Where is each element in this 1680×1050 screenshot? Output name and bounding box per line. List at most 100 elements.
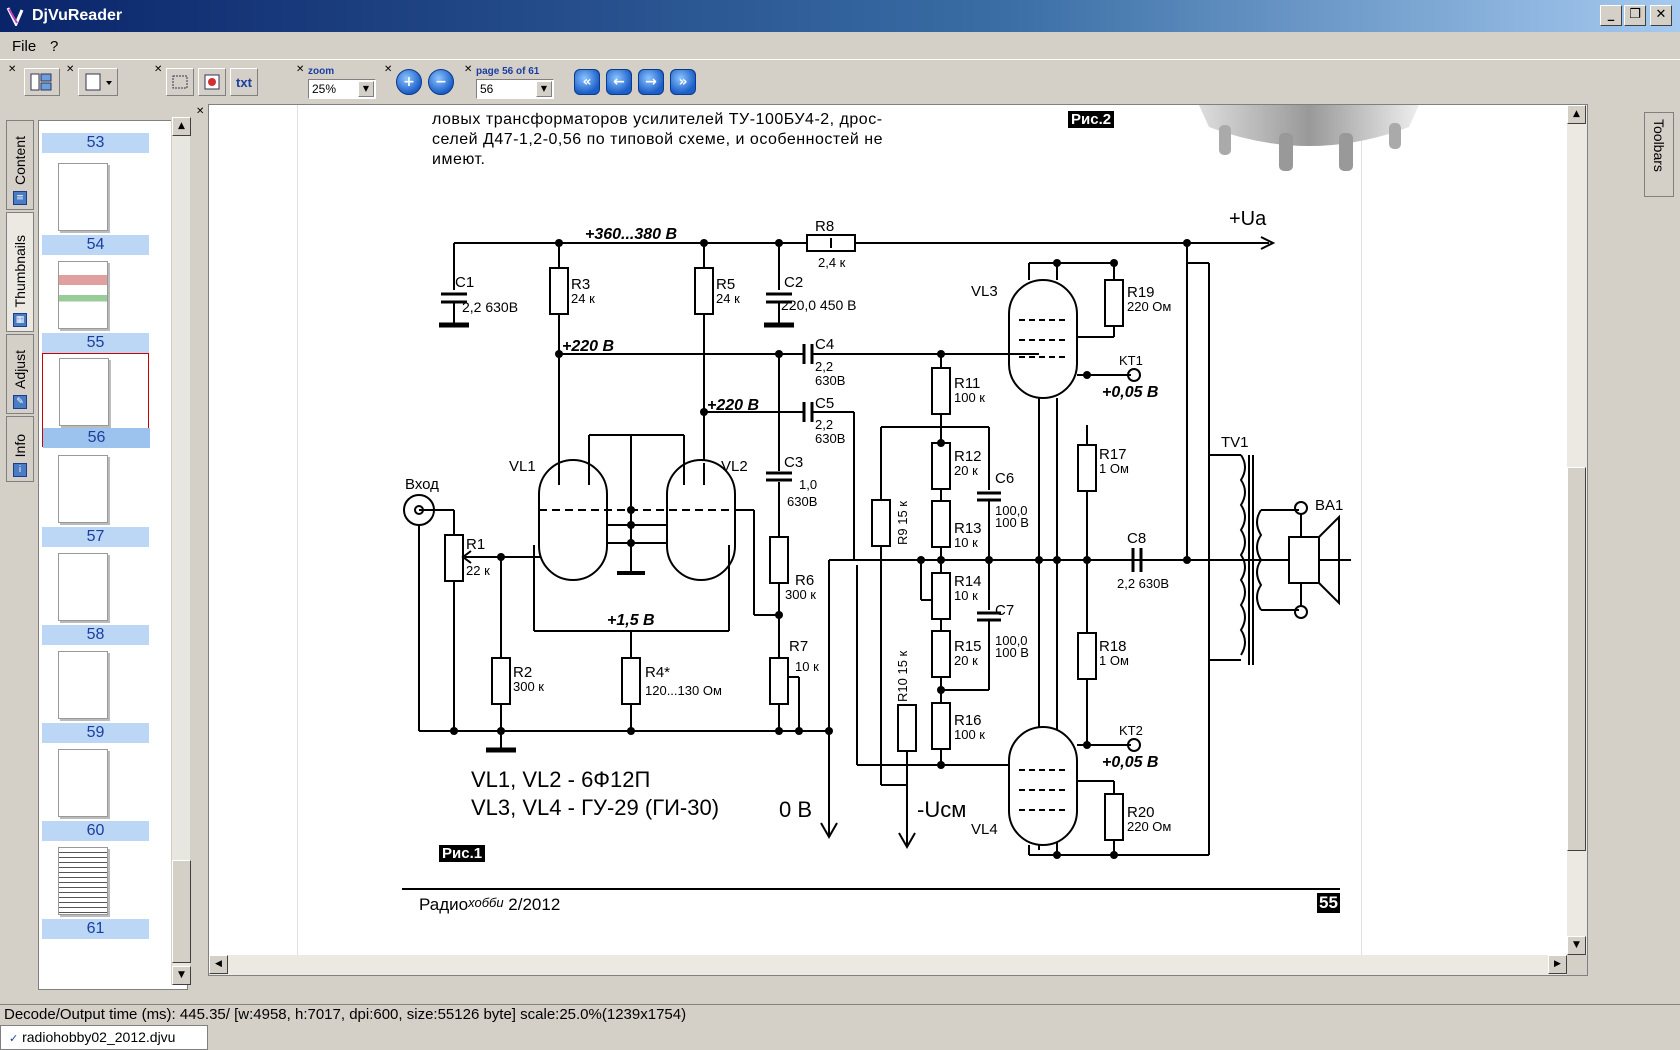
scroll-up-icon[interactable]: ▲ [1567, 105, 1586, 124]
label-r6: R6 [795, 572, 814, 589]
horizontal-scrollbar[interactable]: ◀ ▶ [209, 955, 1567, 975]
thumbnail-label: 57 [42, 527, 149, 547]
vertical-scrollbar[interactable]: ▲ ▼ [1567, 105, 1587, 955]
thumbnail-59[interactable]: 59 [42, 647, 149, 743]
content-icon: ≡ [13, 191, 27, 205]
toolbar-close-icon[interactable]: ✕ [464, 64, 473, 75]
label-r12-value: 20 к [954, 463, 978, 478]
thumbnail-57[interactable]: 57 [42, 451, 149, 547]
toolbar-close-icon[interactable]: ✕ [296, 64, 305, 75]
tab-thumbnails[interactable]: Thumbnails ▦ [6, 212, 34, 332]
next-page-button[interactable]: → [638, 69, 664, 95]
double-right-icon: » [678, 74, 688, 90]
menu-help[interactable]: ? [50, 38, 59, 55]
scroll-left-icon[interactable]: ◀ [209, 955, 228, 974]
thumbnail-56[interactable]: 56 [42, 353, 150, 448]
thumbnail-label: 54 [42, 235, 149, 255]
zoom-in-button[interactable]: + [396, 69, 422, 95]
toolbar-close-icon[interactable]: ✕ [66, 64, 75, 75]
label-c7: C7 [995, 602, 1014, 619]
zoom-out-button[interactable]: − [428, 69, 454, 95]
minimize-button[interactable]: _ [1600, 5, 1622, 26]
panel-close-icon[interactable]: ✕ [196, 106, 205, 117]
toolbars-label: Toolbars [1651, 119, 1667, 172]
figure-label: Рис.2 [1068, 111, 1115, 128]
page-layout-button[interactable] [78, 68, 118, 96]
chevron-down-icon[interactable]: ▼ [358, 81, 374, 97]
toolbar-close-icon[interactable]: ✕ [8, 64, 17, 75]
scroll-down-icon[interactable]: ▼ [172, 966, 191, 985]
select-button[interactable] [166, 68, 194, 96]
footer-issue: 2/2012 [508, 895, 561, 914]
page-edge [297, 105, 298, 955]
document-view[interactable]: ловых трансформаторов усилителей ТУ-100Б… [208, 104, 1588, 976]
label-r15-value: 20 к [954, 653, 978, 668]
label-c3: C3 [784, 454, 803, 471]
menu-bar: File ? [0, 32, 1680, 60]
tab-info[interactable]: Info i [6, 416, 34, 482]
thumbnail-53[interactable]: 53 [42, 121, 149, 153]
scroll-thumb[interactable] [172, 860, 191, 963]
tab-label: Adjust [12, 350, 28, 389]
tab-label: Content [12, 135, 28, 185]
page-edge [1361, 105, 1362, 955]
label-r14: R14 [954, 573, 982, 590]
thumbnail-54[interactable]: 54 [42, 159, 149, 255]
thumbnail-61[interactable]: 61 [42, 843, 149, 939]
label-r20-value: 220 Ом [1127, 819, 1171, 834]
toolbars-tab[interactable]: Toolbars [1644, 112, 1674, 197]
label-c4-value-2: 630В [815, 373, 845, 388]
thumbnail-55[interactable]: 55 [42, 257, 149, 353]
scroll-down-icon[interactable]: ▼ [1567, 936, 1586, 955]
thumbnail-page [58, 553, 108, 621]
zoom-label: zoom [308, 66, 335, 77]
label-ua: +Ua [1229, 208, 1267, 230]
toolbar-close-icon[interactable]: ✕ [384, 64, 393, 75]
chevron-down-icon[interactable]: ▼ [536, 81, 552, 97]
last-page-button[interactable]: » [670, 69, 696, 95]
label-c2-value: 220,0 450 В [781, 297, 857, 313]
menu-file[interactable]: File [12, 38, 37, 55]
text-mode-button[interactable]: txt [230, 68, 258, 96]
toolbar-close-icon[interactable]: ✕ [154, 64, 163, 75]
scroll-up-icon[interactable]: ▲ [172, 117, 191, 136]
view-mode-button[interactable] [24, 68, 60, 96]
label-r13-value: 10 к [954, 535, 978, 550]
snapshot-button[interactable] [198, 68, 226, 96]
label-c7-value-2: 100 В [995, 645, 1029, 660]
footer-italic: хобби [468, 895, 504, 910]
label-r7-value: 10 к [795, 659, 819, 674]
side-tabs: Content ≡ Thumbnails ▦ Adjust ✎ Info i [6, 120, 34, 580]
label-r4: R4* [645, 664, 670, 681]
scroll-right-icon[interactable]: ▶ [1548, 955, 1567, 974]
tab-content[interactable]: Content ≡ [6, 120, 34, 210]
restore-button[interactable]: ❐ [1624, 5, 1646, 26]
zoom-select[interactable]: 25% ▼ [308, 79, 376, 99]
page-select[interactable]: 56 ▼ [476, 79, 554, 99]
wrench-icon: ✎ [13, 395, 27, 409]
plus-icon: + [403, 74, 415, 90]
label-c5-value-1: 2,2 [815, 417, 833, 432]
label-kt1: KT1 [1119, 353, 1143, 368]
label-vl4: VL4 [971, 821, 998, 838]
label-r5-value: 24 к [716, 291, 740, 306]
first-page-button[interactable]: « [574, 69, 600, 95]
thumbnail-label: 58 [42, 625, 149, 645]
scroll-thumb[interactable] [1567, 467, 1586, 851]
zoom-value: 25% [312, 82, 337, 96]
thumbnail-60[interactable]: 60 [42, 745, 149, 841]
label-r10: R10 15 к [895, 650, 910, 702]
thumbnail-58[interactable]: 58 [42, 549, 149, 645]
arrow-left-icon: ← [613, 74, 625, 90]
label-r17: R17 [1099, 446, 1127, 463]
thumbnail-scrollbar[interactable]: ▲ ▼ [171, 117, 191, 985]
prev-page-button[interactable]: ← [606, 69, 632, 95]
arrow-right-icon: → [645, 74, 657, 90]
footer-page-number: 55 [1317, 893, 1340, 913]
file-tab[interactable]: ✓ radiohobby02_2012.djvu [0, 1025, 208, 1050]
tab-adjust[interactable]: Adjust ✎ [6, 334, 34, 414]
layout-icon [30, 73, 52, 91]
close-button[interactable]: ✕ [1650, 5, 1672, 26]
thumbnail-page [58, 749, 108, 817]
label-ucm: -Uсм [917, 797, 966, 822]
